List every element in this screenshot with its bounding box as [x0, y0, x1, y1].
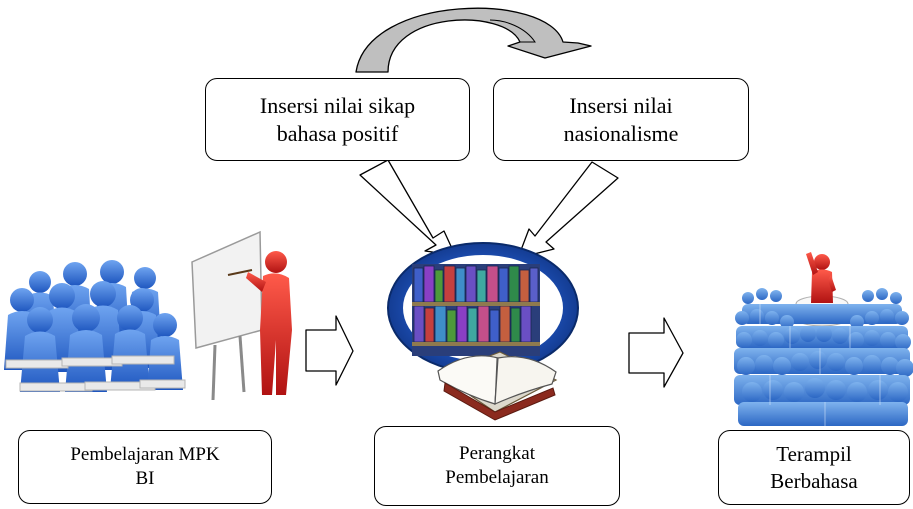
- box-insersi-nilai-sikap: Insersi nilai sikap bahasa positif: [205, 78, 470, 161]
- right-arrow-1-icon: [305, 315, 354, 386]
- classroom-illustration: [4, 230, 292, 401]
- box-pembelajaran-mpk: Pembelajaran MPK BI: [18, 430, 272, 504]
- box-insersi-nilai-nasionalisme: Insersi nilai nasionalisme: [493, 78, 749, 161]
- curved-arrow-icon: [355, 7, 592, 73]
- box-perangkat-pembelajaran: Perangkat Pembelajaran: [374, 426, 620, 506]
- crowd-illustration: [734, 252, 913, 426]
- right-arrow-2-icon: [628, 317, 684, 388]
- down-arrow-right-icon: [517, 161, 619, 259]
- down-arrow-left-icon: [359, 159, 456, 256]
- box-terampil-berbahasa: Terampil Berbahasa: [718, 430, 910, 505]
- books-illustration: [387, 242, 579, 421]
